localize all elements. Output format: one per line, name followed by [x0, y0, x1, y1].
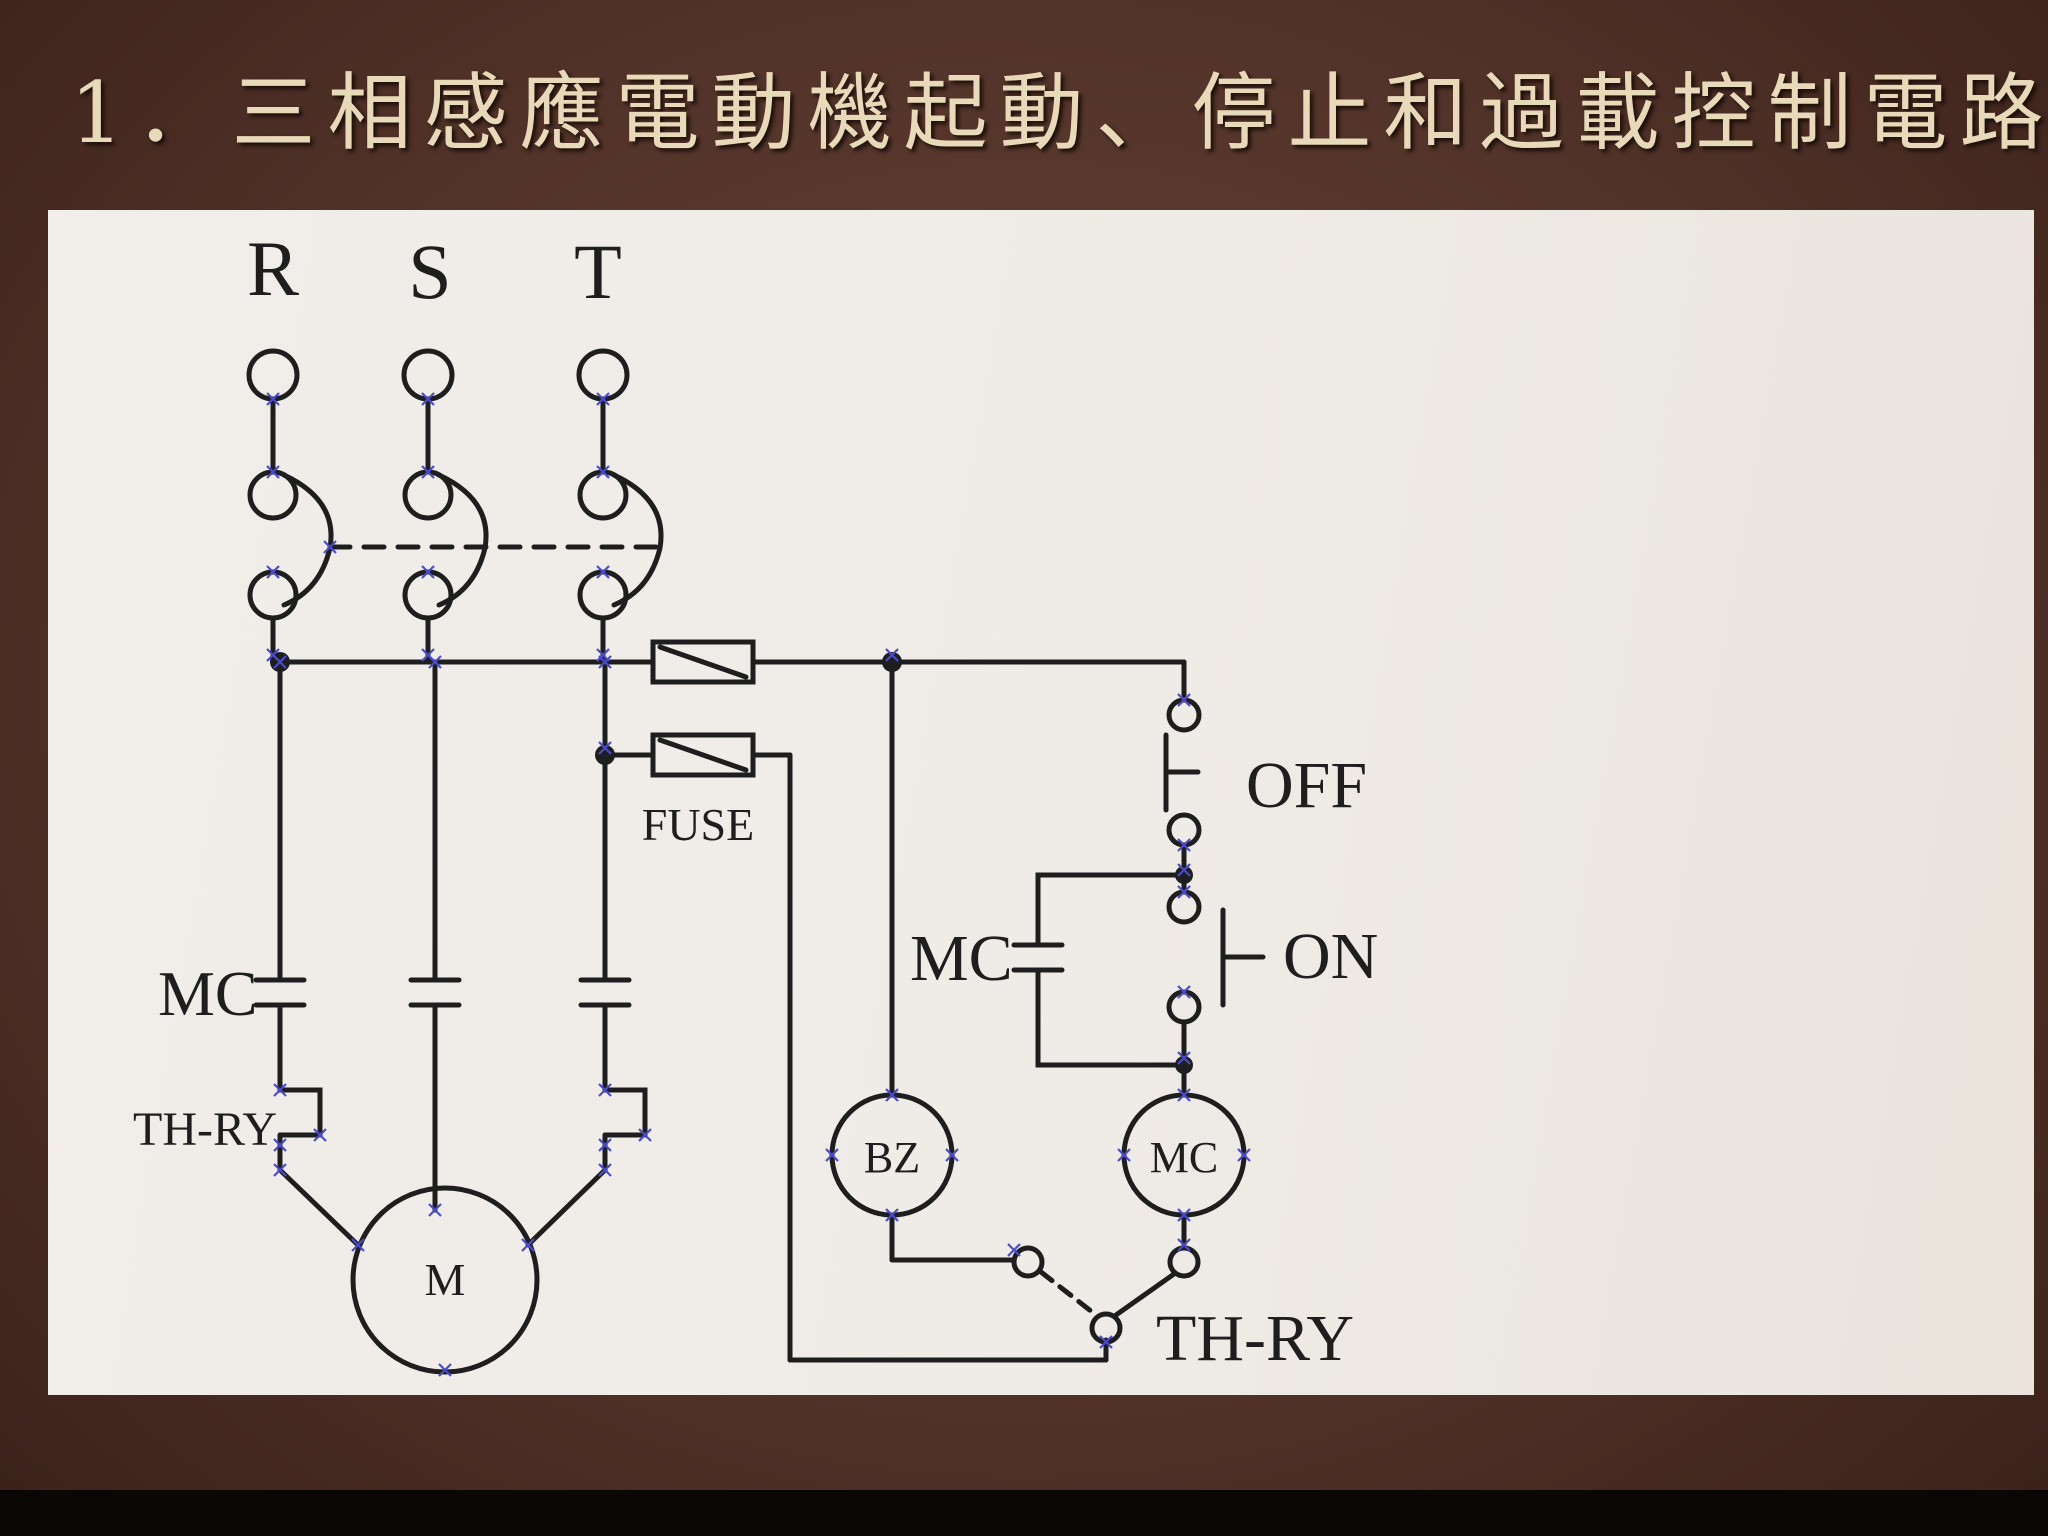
main-mc-contacts — [253, 977, 632, 1213]
terminal-marker — [428, 1203, 442, 1217]
terminal-marker — [885, 1208, 899, 1222]
terminal-marker — [885, 648, 899, 662]
terminal-marker — [825, 1148, 839, 1162]
mc-holding-contact — [1011, 872, 1187, 1068]
terminal-marker — [438, 1363, 452, 1377]
terminal-marker — [323, 540, 337, 554]
terminal-marker — [421, 465, 435, 479]
terminal-marker — [266, 465, 280, 479]
control-wiring — [787, 652, 1187, 1363]
fuse-label: FUSE — [642, 799, 754, 850]
terminal-marker — [421, 565, 435, 579]
terminal-marker — [1177, 885, 1191, 899]
terminal-marker — [885, 1088, 899, 1102]
on-label: ON — [1283, 920, 1378, 993]
terminal-marker — [598, 1083, 612, 1097]
terminal-marker — [1007, 1243, 1021, 1257]
terminal-marker — [596, 565, 610, 579]
thermal-overload-elements — [277, 1087, 648, 1173]
monitor-bezel — [0, 1490, 2048, 1536]
th-ry-control-contact — [1011, 1245, 1201, 1345]
control-circuit-diagram: R S T — [133, 225, 1378, 1377]
th-ry-control-label: TH-RY — [1156, 1302, 1354, 1375]
terminal-marker — [273, 1138, 287, 1152]
phase-label-s: S — [408, 228, 451, 315]
terminal-marker — [1177, 1051, 1191, 1065]
coil-label: MC — [1150, 1133, 1218, 1182]
on-push-button — [1166, 872, 1266, 1074]
buzzer — [829, 1092, 1017, 1263]
terminal-marker — [273, 1083, 287, 1097]
terminal-marker — [945, 1148, 959, 1162]
terminal-marker — [1177, 985, 1191, 999]
off-label: OFF — [1246, 749, 1367, 822]
terminal-marker — [266, 392, 280, 406]
terminal-marker — [1177, 838, 1191, 852]
diagram-panel: R S T — [48, 210, 2034, 1395]
phase-label-t: T — [574, 228, 622, 315]
terminal-marker — [273, 655, 287, 669]
terminal-marker — [596, 648, 610, 662]
terminal-marker — [521, 1238, 535, 1252]
supply-terminals — [246, 348, 630, 475]
terminal-marker — [313, 1128, 327, 1142]
terminal-marker — [273, 1163, 287, 1177]
th-ry-main-label: TH-RY — [133, 1103, 277, 1156]
terminal-marker — [266, 565, 280, 579]
terminal-marker — [351, 1238, 365, 1252]
terminal-marker — [1099, 1335, 1113, 1349]
motor — [277, 1167, 608, 1375]
terminal-marker — [598, 655, 612, 669]
terminal-marker — [598, 741, 612, 755]
terminal-marker — [1177, 1208, 1191, 1222]
terminal-marker — [1177, 693, 1191, 707]
terminal-marker — [598, 1138, 612, 1152]
terminal-marker — [1177, 1088, 1191, 1102]
terminal-marker — [1177, 1238, 1191, 1252]
mc-aux-label: MC — [910, 922, 1013, 995]
terminal-marker — [596, 392, 610, 406]
terminal-marker — [1117, 1148, 1131, 1162]
motor-label: M — [425, 1254, 466, 1305]
terminal-marker — [1177, 863, 1191, 877]
terminal-marker — [598, 1163, 612, 1177]
terminal-markers — [266, 392, 1251, 1377]
buzzer-label: BZ — [864, 1133, 920, 1182]
slide-title: 1．三相感應電動機起動、停止和過載控制電路 — [70, 64, 2048, 162]
mc-contact-label: MC — [158, 958, 258, 1029]
main-power-lines — [270, 652, 656, 983]
terminal-marker — [596, 465, 610, 479]
terminal-marker — [428, 655, 442, 669]
terminal-marker — [421, 648, 435, 662]
off-push-button — [1163, 697, 1202, 884]
terminal-marker — [638, 1128, 652, 1142]
terminal-marker — [1237, 1148, 1251, 1162]
terminal-marker — [421, 392, 435, 406]
terminal-marker — [266, 648, 280, 662]
phase-label-r: R — [247, 225, 299, 312]
control-fuses — [602, 639, 1187, 778]
